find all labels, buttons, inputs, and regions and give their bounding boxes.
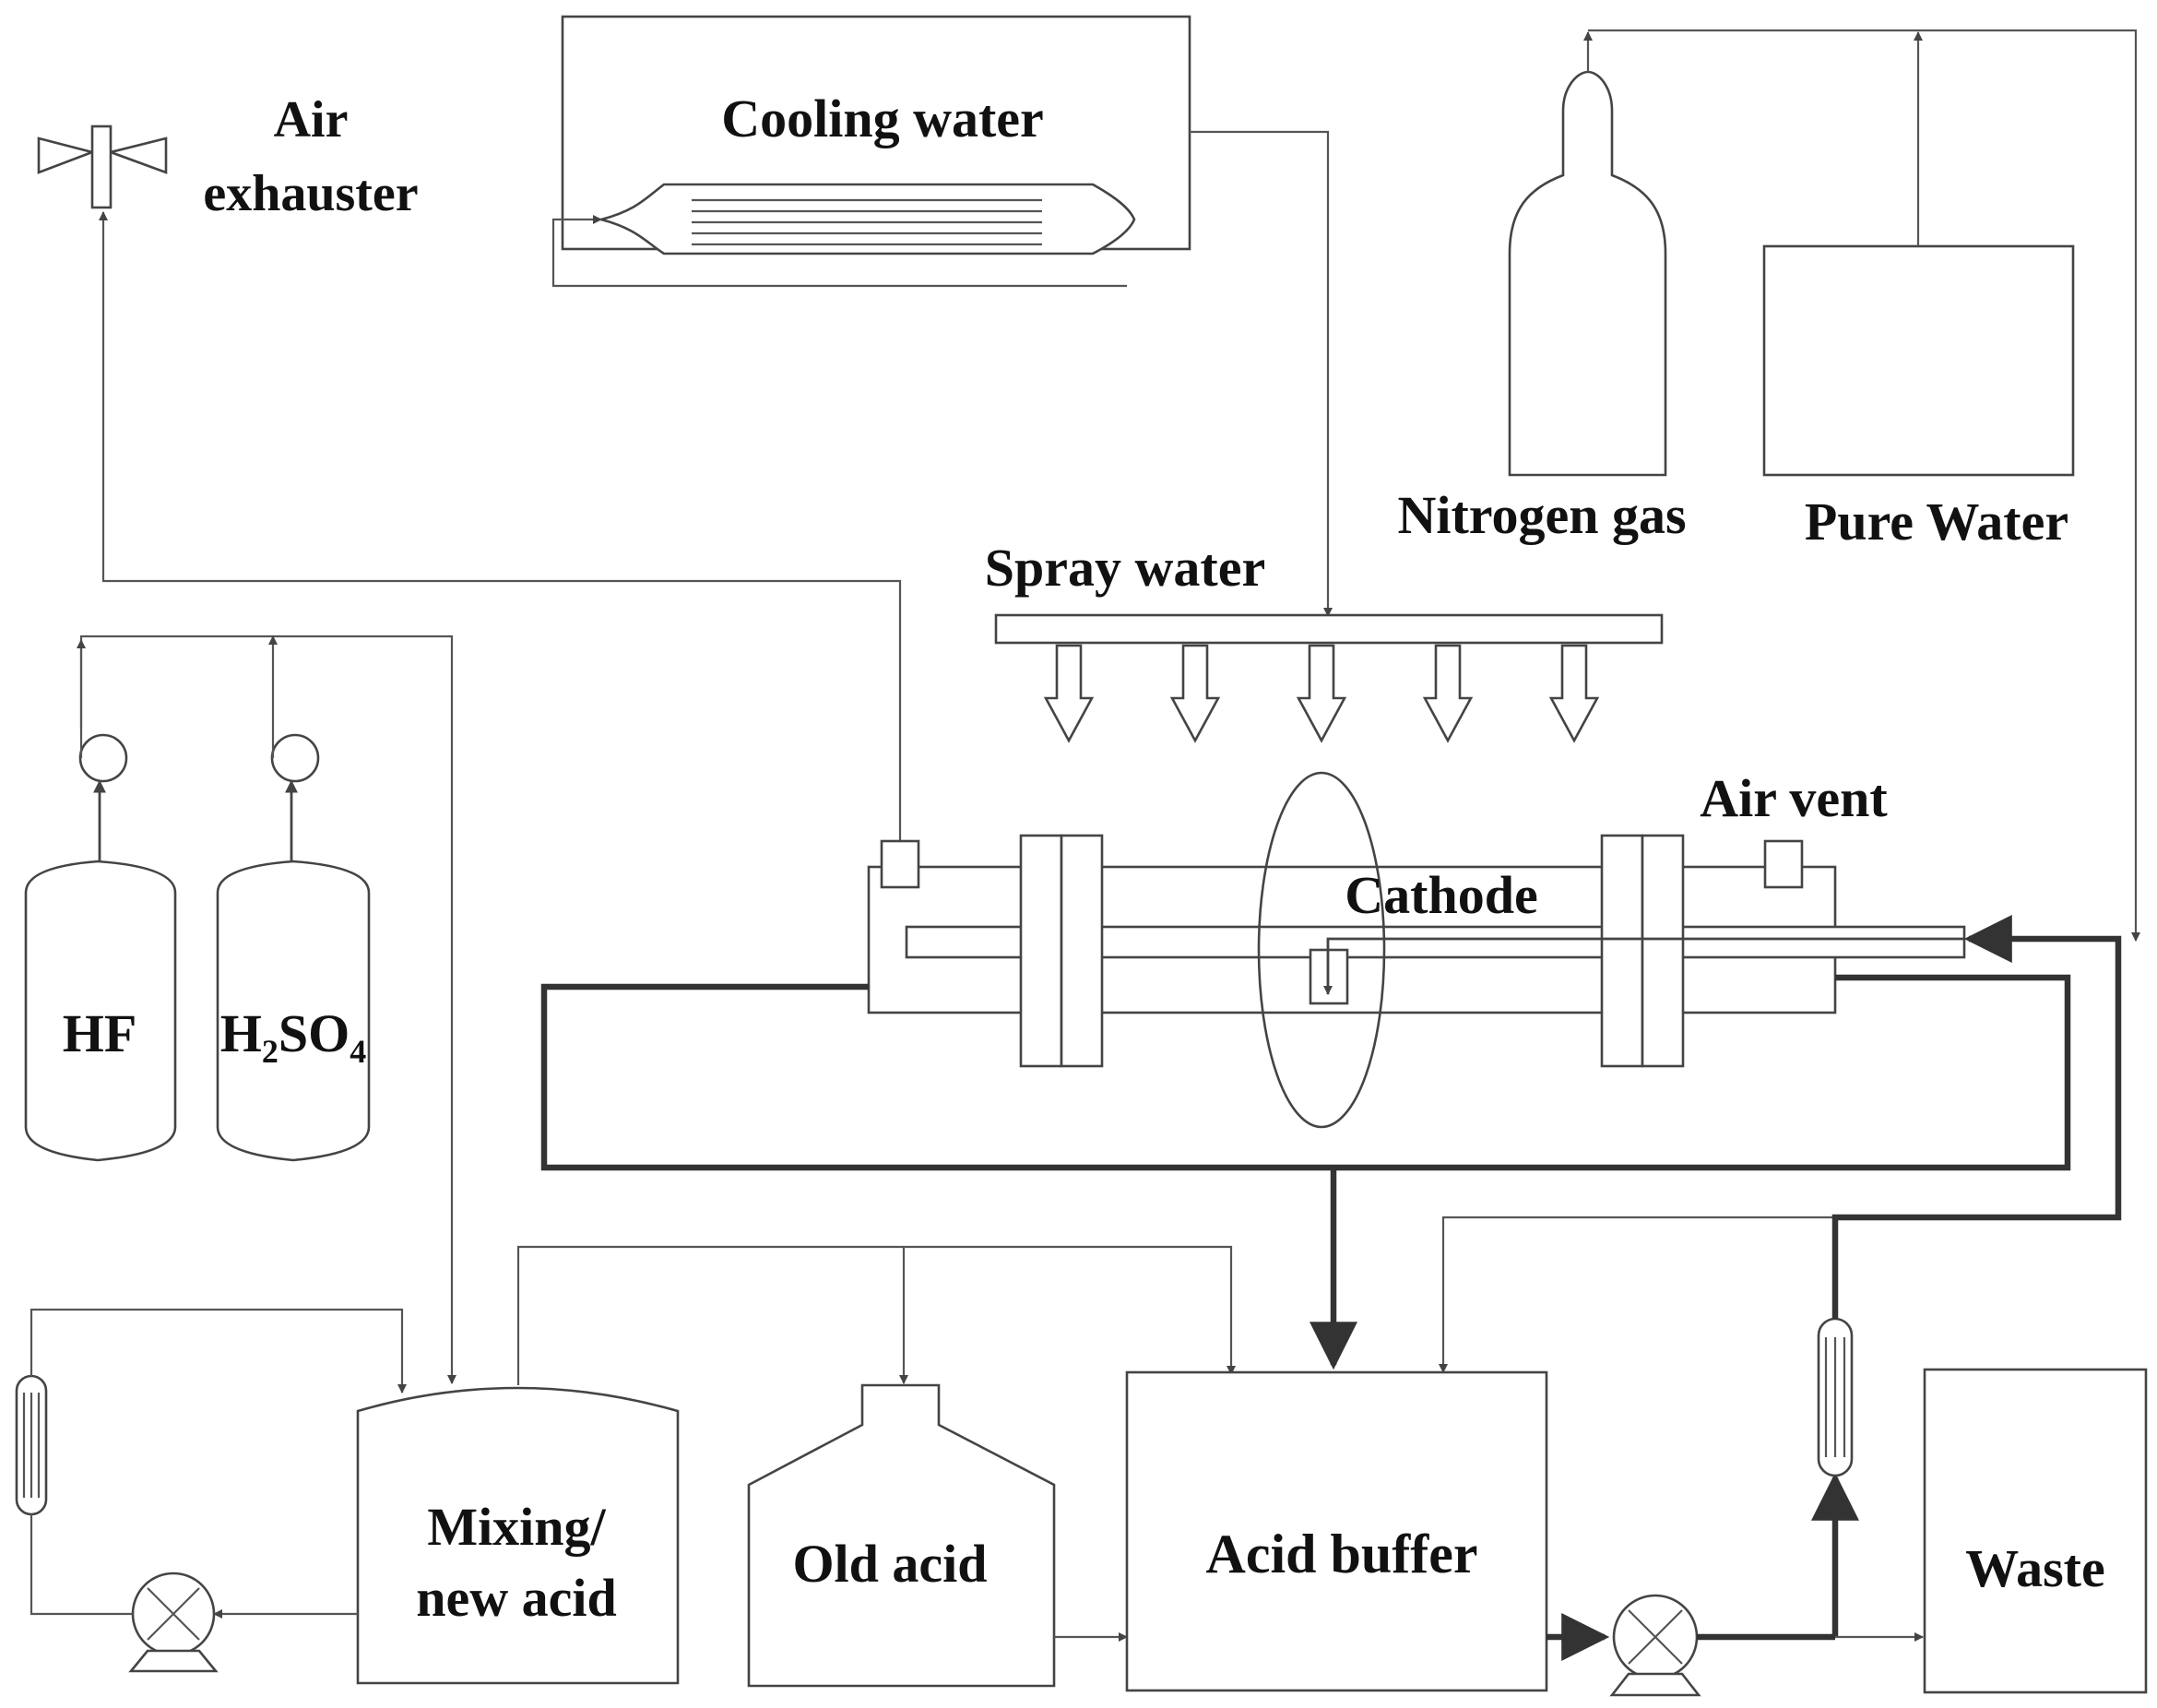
cathode-label: Cathode: [1345, 865, 1537, 925]
hf-label: HF: [63, 1003, 137, 1063]
spray-arrows: [1043, 644, 1600, 743]
spray-header-pipe: [994, 613, 1664, 645]
cell-to-buffer-line: [540, 974, 2071, 1171]
cooling-inlet-line: [551, 215, 1127, 288]
hf-dosing-pump-icon: [78, 733, 128, 783]
cooling-to-spray-line: [1190, 130, 1333, 617]
air-exhauster-fan-icon: [37, 125, 168, 209]
air-exhauster-label-line2: exhauster: [203, 165, 418, 222]
cooling-water-label: Cooling water: [721, 89, 1044, 148]
mixing-label-line2: new acid: [416, 1568, 617, 1628]
cooling-water-unit: [561, 15, 1191, 255]
gas-cylinder-icon: [1508, 70, 1667, 477]
pure-water-label: Pure Water: [1805, 492, 2068, 552]
hf-cylinder: [24, 860, 177, 1162]
air-vent-label: Air vent: [1700, 768, 1888, 828]
purge-header-line: [1588, 29, 2140, 942]
air-vent-right: [1763, 839, 1804, 889]
air-vent-left: [880, 839, 920, 889]
acid-buffer-tank: [1125, 1370, 1548, 1692]
buffer-pump-icon: [1609, 1594, 1701, 1697]
return-feed-to-buffer: [1439, 1216, 1844, 1373]
electrolytic-cell: [867, 771, 1966, 1129]
flowmeter-icon: [15, 1374, 48, 1516]
circulation-pump-icon: [128, 1572, 219, 1673]
mixing-loop-up: [30, 1308, 407, 1394]
acid-buffer-label: Acid buffer: [1206, 1524, 1478, 1584]
old-acid-tank: [747, 1383, 1056, 1688]
waste-tank: [1923, 1368, 2148, 1694]
air-exhauster-label-line1: Air: [274, 91, 349, 148]
old-acid-label: Old acid: [792, 1534, 987, 1594]
spray-water-label: Spray water: [985, 538, 1265, 598]
exhaust-line: [99, 211, 902, 841]
h2so4-cylinder: [216, 860, 371, 1162]
flowmeter-icon-2: [1817, 1317, 1854, 1477]
nitrogen-gas-label: Nitrogen gas: [1397, 485, 1686, 545]
h2so4-label: H2SO4: [220, 1003, 367, 1070]
recirculation-line: [1831, 915, 2122, 1319]
mixing-to-buffer-line: [516, 1245, 1236, 1385]
mixing-tank: [356, 1386, 680, 1685]
mixing-label-line1: Mixing/: [427, 1497, 606, 1557]
waste-label: Waste: [1965, 1538, 2104, 1598]
pure-water-tank: [1762, 244, 2075, 477]
mixing-loop-return: [30, 1514, 133, 1616]
h2so4-dosing-pump-icon: [270, 733, 320, 783]
